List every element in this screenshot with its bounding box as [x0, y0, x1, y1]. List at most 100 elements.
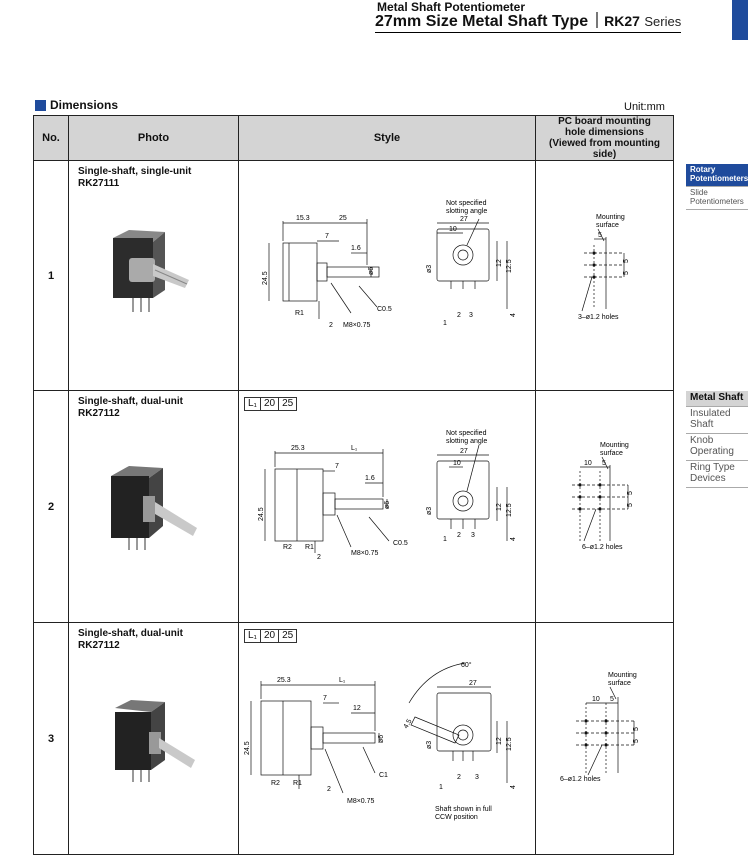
dim-d: 12 — [353, 705, 361, 712]
shaft-note2: CCW position — [435, 814, 478, 821]
mount-label1: Mounting — [596, 214, 625, 221]
product-model: RK27112 — [78, 408, 120, 419]
dim-r1: R1 — [293, 780, 302, 787]
potentiometer-photo — [115, 700, 195, 782]
dim-a: 25.3 — [277, 677, 291, 684]
front-12: 12 — [496, 737, 503, 745]
mount-label2: surface — [608, 680, 631, 687]
note-line1: Not specified — [446, 430, 487, 437]
sidebar-item-ring-type[interactable]: Ring Type Devices — [686, 461, 748, 488]
mount-label2: surface — [600, 450, 623, 457]
dim-two: 2 — [317, 554, 321, 561]
pcb-cell: Mounting surface — [535, 390, 674, 623]
dimension-drawing: 25.3 L₁ 7 12 ø6 24.5 R2 R1 2 M8×0.75 C1 — [244, 661, 517, 821]
length-options: L₁ 20 25 — [244, 397, 535, 411]
front-12-5: 12.5 — [506, 503, 513, 517]
product-title: Single-shaft, single-unit — [78, 166, 192, 177]
sidebar-item-metal-shaft[interactable]: Metal Shaft — [686, 391, 748, 407]
pcb-dim-a: 5 — [610, 696, 614, 703]
rot-angle: 60° — [461, 661, 472, 669]
length-option-1: 20 — [259, 397, 280, 411]
front-10: 10 — [449, 226, 457, 233]
front-width: 27 — [460, 216, 468, 223]
dim-thread: M8×0.75 — [347, 798, 375, 805]
pin-2: 2 — [457, 774, 461, 781]
style-cell: L₁ 20 25 — [238, 390, 536, 623]
note-line2: slotting angle — [446, 438, 487, 445]
pcb-dim-b: 5 — [633, 727, 640, 731]
pcb-dim-c: 5 — [633, 739, 640, 743]
page-tab-marker — [732, 0, 748, 40]
sidebar-item-rotary[interactable]: Rotary Potentiometers — [686, 164, 748, 187]
front-12: 12 — [496, 259, 503, 267]
series-label: Series — [644, 14, 682, 29]
table-row: 2 Single-shaft, dual-unit RK27112 L₁ 20 … — [33, 390, 674, 623]
potentiometer-photo — [111, 466, 197, 550]
mount-label1: Mounting — [608, 672, 637, 679]
sidebar-type-nav: Metal Shaft Insulated Shaft Knob Operati… — [686, 391, 748, 488]
dim-r1: R1 — [295, 310, 304, 317]
dim-r1: R1 — [305, 544, 314, 551]
dimension-drawing: 15.3 25 7 1.6 ø6 24.5 R1 2 M8×0.75 C0.5 — [262, 200, 517, 329]
dim-chamfer: C0.5 — [377, 306, 392, 313]
product-title: Single-shaft, dual-unit — [78, 628, 183, 639]
row-number: 1 — [33, 160, 69, 391]
dimension-drawing: 25.3 L₁ 7 1.6 ø6 24.5 R2 R1 2 M8×0.75 C0… — [258, 430, 517, 561]
pcb-cell: Mounting surface 5 5 5 — [535, 160, 674, 391]
pcb-dim-10: 10 — [584, 460, 592, 467]
length-option-1: 20 — [259, 629, 280, 643]
sidebar-category-nav: Rotary Potentiometers Slide Potentiomete… — [686, 164, 748, 210]
dim-two: 2 — [327, 786, 331, 793]
pcb-cell: Mounting surface — [535, 622, 674, 855]
product-title: Single-shaft, dual-unit — [78, 396, 183, 407]
pcb-holes: 6–ø1.2 holes — [582, 544, 623, 551]
table-header-row: No. Photo Style PC board mounting hole d… — [33, 115, 674, 161]
pcb-hole-drawing: Mounting surface — [572, 442, 634, 551]
front-width: 27 — [469, 680, 477, 687]
dim-c: 7 — [323, 695, 327, 702]
pcb-hole-drawing: Mounting surface 5 5 5 — [578, 214, 630, 321]
sidebar-item-insulated-shaft[interactable]: Insulated Shaft — [686, 407, 748, 434]
pin-1: 1 — [443, 320, 447, 327]
dim-shaft: ø6 — [378, 735, 385, 743]
unit-label: Unit:mm — [624, 101, 665, 113]
sidebar-item-slide[interactable]: Slide Potentiometers — [686, 187, 748, 210]
pin-2: 2 — [457, 532, 461, 539]
dim-d: 1.6 — [365, 475, 375, 482]
front-phi3: ø3 — [426, 265, 433, 273]
pcb-hole-drawing: Mounting surface — [560, 672, 640, 783]
col-header-style: Style — [238, 115, 536, 161]
pin-2: 2 — [457, 312, 461, 319]
sidebar-item-knob-operating[interactable]: Knob Operating — [686, 434, 748, 461]
dim-r2: R2 — [271, 780, 280, 787]
dim-shaft: ø6 — [384, 501, 391, 509]
row-number: 2 — [33, 390, 69, 623]
pcb-dim-c: 5 — [627, 503, 634, 507]
pcb-dim-a: 5 — [602, 460, 606, 467]
front-phi3: ø3 — [426, 507, 433, 515]
photo-cell: Single-shaft, single-unit RK27111 — [68, 160, 239, 391]
pcb-dim-a: 5 — [598, 232, 602, 239]
front-12-5: 12.5 — [506, 737, 513, 751]
note-line2: slotting angle — [446, 208, 487, 215]
table-row: 3 Single-shaft, dual-unit RK27112 L₁ 20 … — [33, 622, 674, 855]
mount-label2: surface — [596, 222, 619, 229]
col-header-no: No. — [33, 115, 69, 161]
front-12-5: 12.5 — [506, 259, 513, 273]
front-4: 4 — [510, 785, 517, 789]
pcb-dim-c: 5 — [623, 271, 630, 275]
pcb-dim-b: 5 — [623, 259, 630, 263]
product-supertitle: Metal Shaft Potentiometer — [377, 0, 526, 14]
product-model: RK27111 — [78, 178, 120, 189]
dim-thread: M8×0.75 — [351, 550, 379, 557]
diag-dim: 4.5 — [403, 718, 414, 730]
potentiometer-photo — [113, 230, 189, 312]
dim-two: 2 — [329, 322, 333, 329]
pin-3: 3 — [475, 774, 479, 781]
shaft-note1: Shaft shown in full — [435, 806, 492, 813]
dim-b: L₁ — [351, 445, 358, 452]
dim-a: 15.3 — [296, 215, 310, 222]
dim-r2: R2 — [283, 544, 292, 551]
length-option-2: 25 — [278, 629, 298, 643]
